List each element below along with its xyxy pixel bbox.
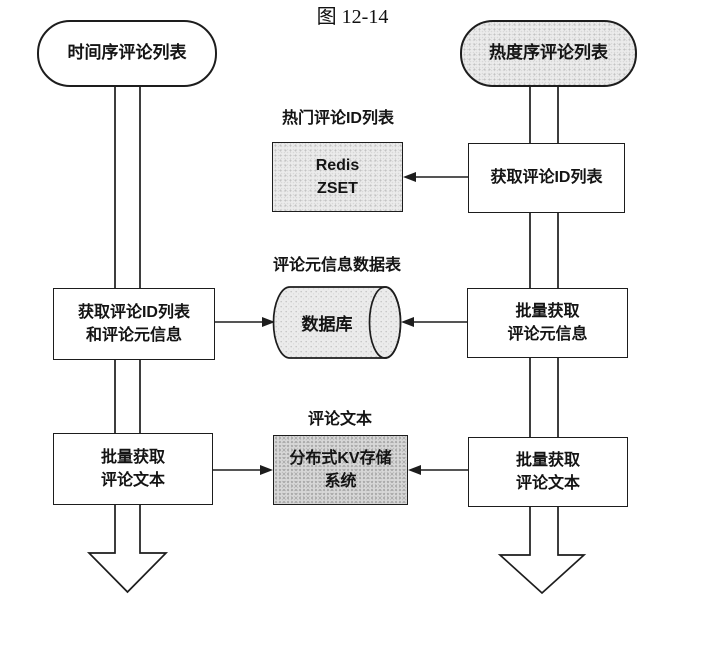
arrow-right-to-kv [408,465,468,475]
arrow-left-to-kv [213,465,273,475]
label-hot-comment-ids: 热门评论ID列表 [281,110,394,127]
flow-bar-right-top [529,87,559,144]
flow-bar-right-middle [529,212,559,289]
label-comment-meta-table: 评论元信息数据表 [272,257,401,274]
step-batch-get-text-right: 批量获取 评论文本 [468,437,628,507]
step-get-comment-id-list: 获取评论ID列表 [468,143,625,213]
store-kv-system: 分布式KV存储 系统 [273,435,408,505]
label-comment-text: 评论文本 [307,411,372,428]
arrow-get-ids-to-redis [403,172,468,182]
flow-bar-left-top [114,87,141,288]
step-batch-get-text-left: 批量获取 评论文本 [53,433,213,505]
flow-arrow-right-output [497,506,587,595]
arrow-left-to-database [215,317,275,327]
flow-bar-left-middle [114,359,141,434]
terminal-hot-ordered-list: 热度序评论列表 [460,20,637,87]
arrow-right-to-database [401,317,467,327]
store-database-label: 数据库 [301,315,353,334]
terminal-time-ordered-list: 时间序评论列表 [37,20,217,87]
step-get-ids-and-meta: 获取评论ID列表 和评论元信息 [53,288,215,360]
flow-bar-right-lower [529,357,559,438]
store-redis-zset: Redis ZSET [272,142,403,212]
figure-caption: 图 12-14 [316,6,389,28]
database-cylinder-cap [368,286,402,359]
flow-arrow-left-output [86,504,169,594]
step-batch-get-meta: 批量获取 评论元信息 [467,288,628,358]
